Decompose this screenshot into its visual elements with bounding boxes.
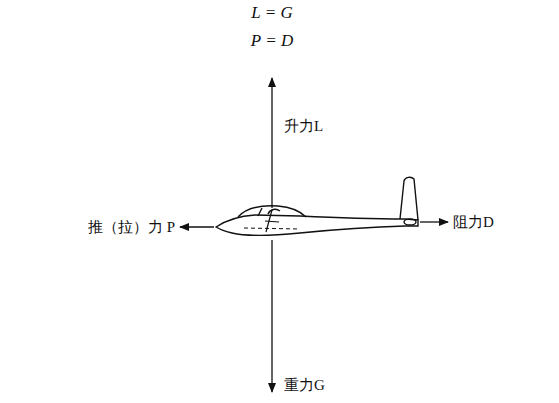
equation: P = D xyxy=(250,32,294,50)
drag-arrow xyxy=(420,221,448,222)
force-label: 推（拉）力 P xyxy=(87,218,176,236)
weight-arrow xyxy=(271,240,272,392)
equation: L = G xyxy=(250,4,293,22)
force-label: 升力L xyxy=(283,117,324,135)
lift-arrow xyxy=(271,78,272,208)
force-label: 阻力D xyxy=(452,213,495,231)
force-label: 重力G xyxy=(283,376,326,394)
airplane xyxy=(216,177,418,235)
thrust-arrow xyxy=(180,226,214,227)
